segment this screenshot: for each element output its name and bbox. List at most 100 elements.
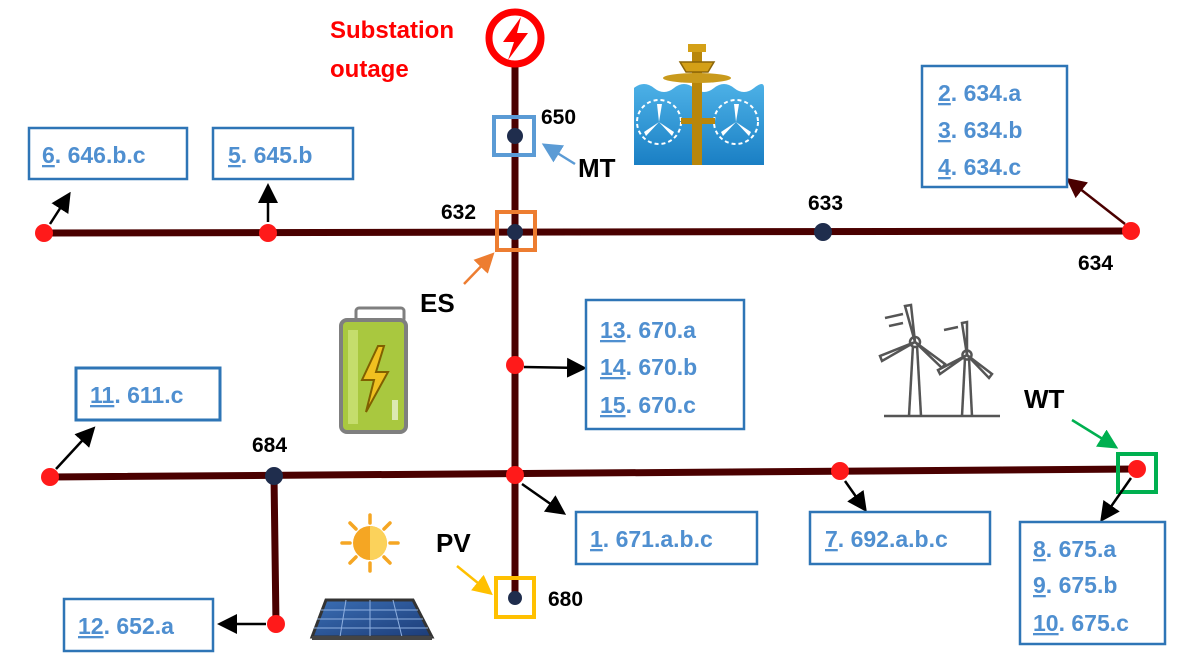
load-box-645[interactable]: 5. 645.b [211, 126, 355, 181]
svg-text:3. 634.b: 3. 634.b [938, 117, 1022, 143]
node-label-650: 650 [541, 106, 576, 129]
load-label: . 611.c [114, 382, 183, 408]
load-number: 7 [825, 526, 838, 552]
load-node-646[interactable] [35, 224, 53, 242]
device-label-es: ES [420, 288, 455, 318]
svg-text:9. 675.b: 9. 675.b [1033, 572, 1117, 598]
svg-text:11. 611.c: 11. 611.c [90, 382, 184, 408]
load-label: . 670.b [626, 354, 698, 380]
mt-marker[interactable] [492, 115, 536, 157]
svg-text:15. 670.c: 15. 670.c [600, 392, 696, 418]
es-marker[interactable] [495, 210, 537, 252]
svg-text:4. 634.c: 4. 634.c [938, 154, 1021, 180]
load-label: . 652.a [104, 613, 175, 639]
load-number: 2 [938, 80, 951, 106]
svg-text:5. 645.b: 5. 645.b [228, 142, 312, 168]
bus-node-632[interactable] [507, 224, 523, 240]
load-label: . 634.a [951, 80, 1022, 106]
bus-node-680[interactable] [508, 591, 522, 605]
load-label: . 671.a.b.c [603, 526, 713, 552]
load-number: 12 [78, 613, 104, 639]
line-684-652 [270, 472, 280, 628]
pv-marker[interactable] [494, 576, 536, 619]
load-box-671[interactable]: 1. 671.a.b.c [574, 510, 759, 566]
load-box-611[interactable]: 11. 611.c [74, 366, 222, 422]
load-number: 1 [590, 526, 603, 552]
sun-icon [340, 513, 400, 573]
node-label-632: 632 [441, 201, 476, 224]
svg-text:13. 670.a: 13. 670.a [600, 317, 696, 343]
load-label: . 692.a.b.c [838, 526, 948, 552]
line-611-675 [46, 465, 1141, 481]
battery-icon [339, 306, 408, 434]
load-box-670[interactable]: 13. 670.a 14. 670.b 15. 670.c [584, 298, 746, 431]
wt-marker[interactable] [1116, 452, 1158, 494]
arrow-692 [843, 480, 867, 513]
bus-node-684[interactable] [265, 467, 283, 485]
load-label: . 646.b.c [55, 142, 146, 168]
load-label: . 634.b [951, 117, 1023, 143]
arrow-675 [1100, 477, 1133, 523]
node-label-684: 684 [252, 434, 287, 457]
substation-label-line1: Substation [330, 17, 454, 44]
load-number: 15 [600, 392, 626, 418]
load-node-670[interactable] [506, 356, 524, 374]
load-node-675[interactable] [1128, 460, 1146, 478]
bus-node-633[interactable] [814, 223, 832, 241]
node-label-633: 633 [808, 192, 843, 215]
load-label: . 675.a [1046, 536, 1117, 562]
load-box-634[interactable]: 2. 634.a 3. 634.b 4. 634.c [920, 64, 1069, 189]
load-number: 13 [600, 317, 626, 343]
node-label-634: 634 [1078, 252, 1113, 275]
load-node-692[interactable] [831, 462, 849, 480]
wt-arrow [1071, 418, 1119, 449]
tidal-turbine-icon [634, 44, 764, 165]
svg-text:8. 675.a: 8. 675.a [1033, 536, 1116, 562]
feeder-lines [40, 54, 1141, 628]
svg-text:1. 671.a.b.c: 1. 671.a.b.c [590, 526, 713, 552]
svg-text:14. 670.b: 14. 670.b [600, 354, 697, 380]
load-label: . 670.a [626, 317, 697, 343]
load-number: 6 [42, 142, 55, 168]
device-label-wt: WT [1024, 384, 1065, 414]
load-number: 8 [1033, 536, 1046, 562]
bus-node-650[interactable] [507, 128, 523, 144]
substation-label-line2: outage [330, 56, 409, 83]
load-number: 5 [228, 142, 241, 168]
device-label-mt: MT [578, 153, 616, 183]
substation-icon [485, 8, 545, 68]
load-label: . 675.c [1059, 610, 1130, 636]
arrow-671 [521, 482, 567, 515]
load-number: 11 [90, 382, 115, 408]
load-label: . 645.b [241, 142, 313, 168]
load-box-675[interactable]: 8. 675.a 9. 675.b 10. 675.c [1018, 520, 1167, 646]
mt-arrow [541, 143, 576, 166]
load-label: . 670.c [626, 392, 697, 418]
load-box-652[interactable]: 12. 652.a [62, 597, 215, 653]
svg-text:12. 652.a: 12. 652.a [78, 613, 174, 639]
load-node-611[interactable] [41, 468, 59, 486]
device-label-pv: PV [436, 528, 471, 558]
load-node-652[interactable] [267, 615, 285, 633]
pv-arrow [456, 565, 493, 596]
load-box-646[interactable]: 6. 646.b.c [27, 126, 189, 181]
bus-nodes [265, 128, 832, 605]
load-number: 3 [938, 117, 951, 143]
es-arrow [463, 252, 495, 285]
load-node-671[interactable] [506, 466, 524, 484]
node-label-680: 680 [548, 588, 583, 611]
load-node-634[interactable] [1122, 222, 1140, 240]
load-nodes [35, 222, 1146, 633]
load-box-692[interactable]: 7. 692.a.b.c [808, 510, 992, 566]
arrow-611 [55, 426, 96, 470]
load-node-645[interactable] [259, 224, 277, 242]
svg-text:7. 692.a.b.c: 7. 692.a.b.c [825, 526, 948, 552]
arrow-646 [48, 191, 71, 225]
arrow-634 [1066, 177, 1126, 225]
svg-text:10. 675.c: 10. 675.c [1033, 610, 1129, 636]
load-arrows [48, 183, 1133, 634]
load-number: 10 [1033, 610, 1059, 636]
svg-text:6. 646.b.c: 6. 646.b.c [42, 142, 146, 168]
load-number: 4 [938, 154, 951, 180]
